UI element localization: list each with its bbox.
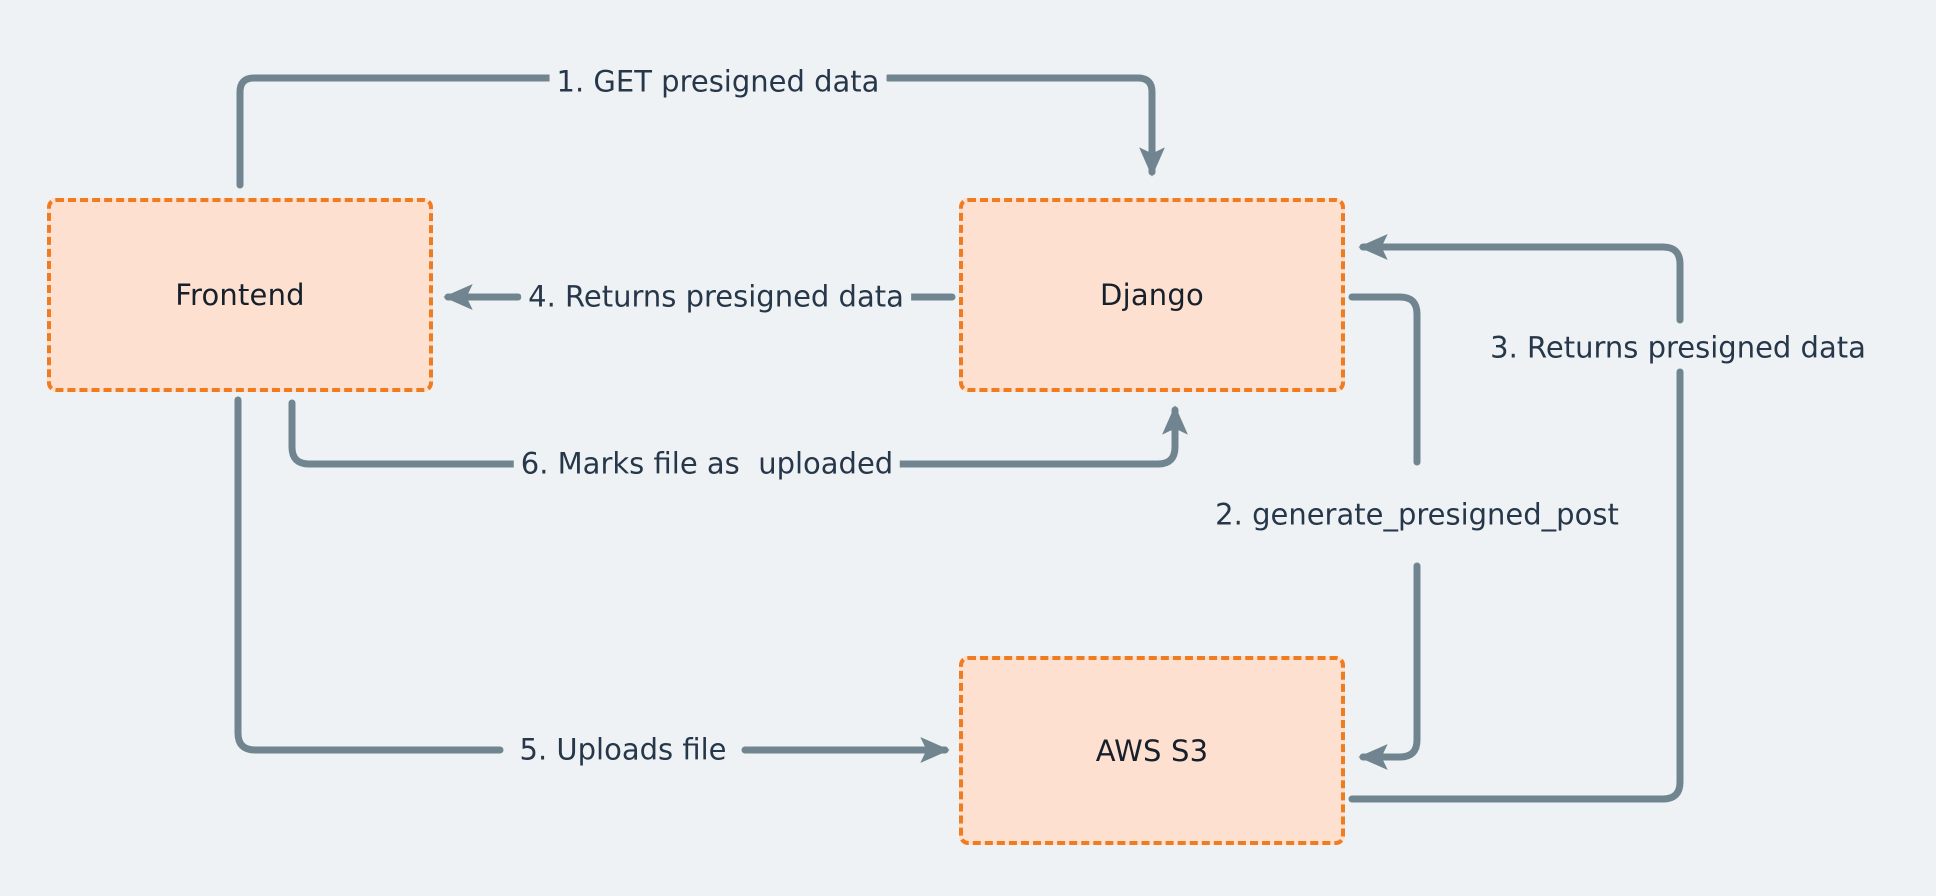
edge-label-step5: 5. Uploads file — [512, 732, 734, 768]
edge-step6-seg-a — [288, 399, 525, 468]
node-aws-s3-label: AWS S3 — [1095, 733, 1209, 768]
node-django[interactable]: Django — [959, 198, 1345, 392]
edge-step2-seg-b — [1358, 562, 1421, 770]
edge-label-step2: 2. generate_presigned_post — [1208, 497, 1626, 533]
edge-step6-seg-b — [889, 405, 1188, 468]
edge-label-step1: 1. GET presigned data — [549, 64, 887, 100]
edge-step1-seg-a — [236, 74, 558, 189]
edge-step3-seg-a — [1348, 368, 1684, 803]
edge-label-step6: 6. Marks file as uploaded — [513, 446, 901, 482]
node-frontend-label: Frontend — [175, 278, 305, 312]
edge-step2-seg-a — [1348, 293, 1421, 466]
edge-label-step4: 4. Returns presigned data — [521, 279, 911, 315]
edge-label-step3: 3. Returns presigned data — [1483, 330, 1873, 366]
edge-step1-seg-b — [884, 74, 1165, 177]
node-django-label: Django — [1100, 278, 1204, 312]
node-frontend[interactable]: Frontend — [47, 198, 433, 392]
edge-step3-seg-b — [1358, 234, 1684, 324]
edge-step5-seg-a — [234, 396, 504, 754]
node-aws-s3[interactable]: AWS S3 — [959, 656, 1345, 845]
